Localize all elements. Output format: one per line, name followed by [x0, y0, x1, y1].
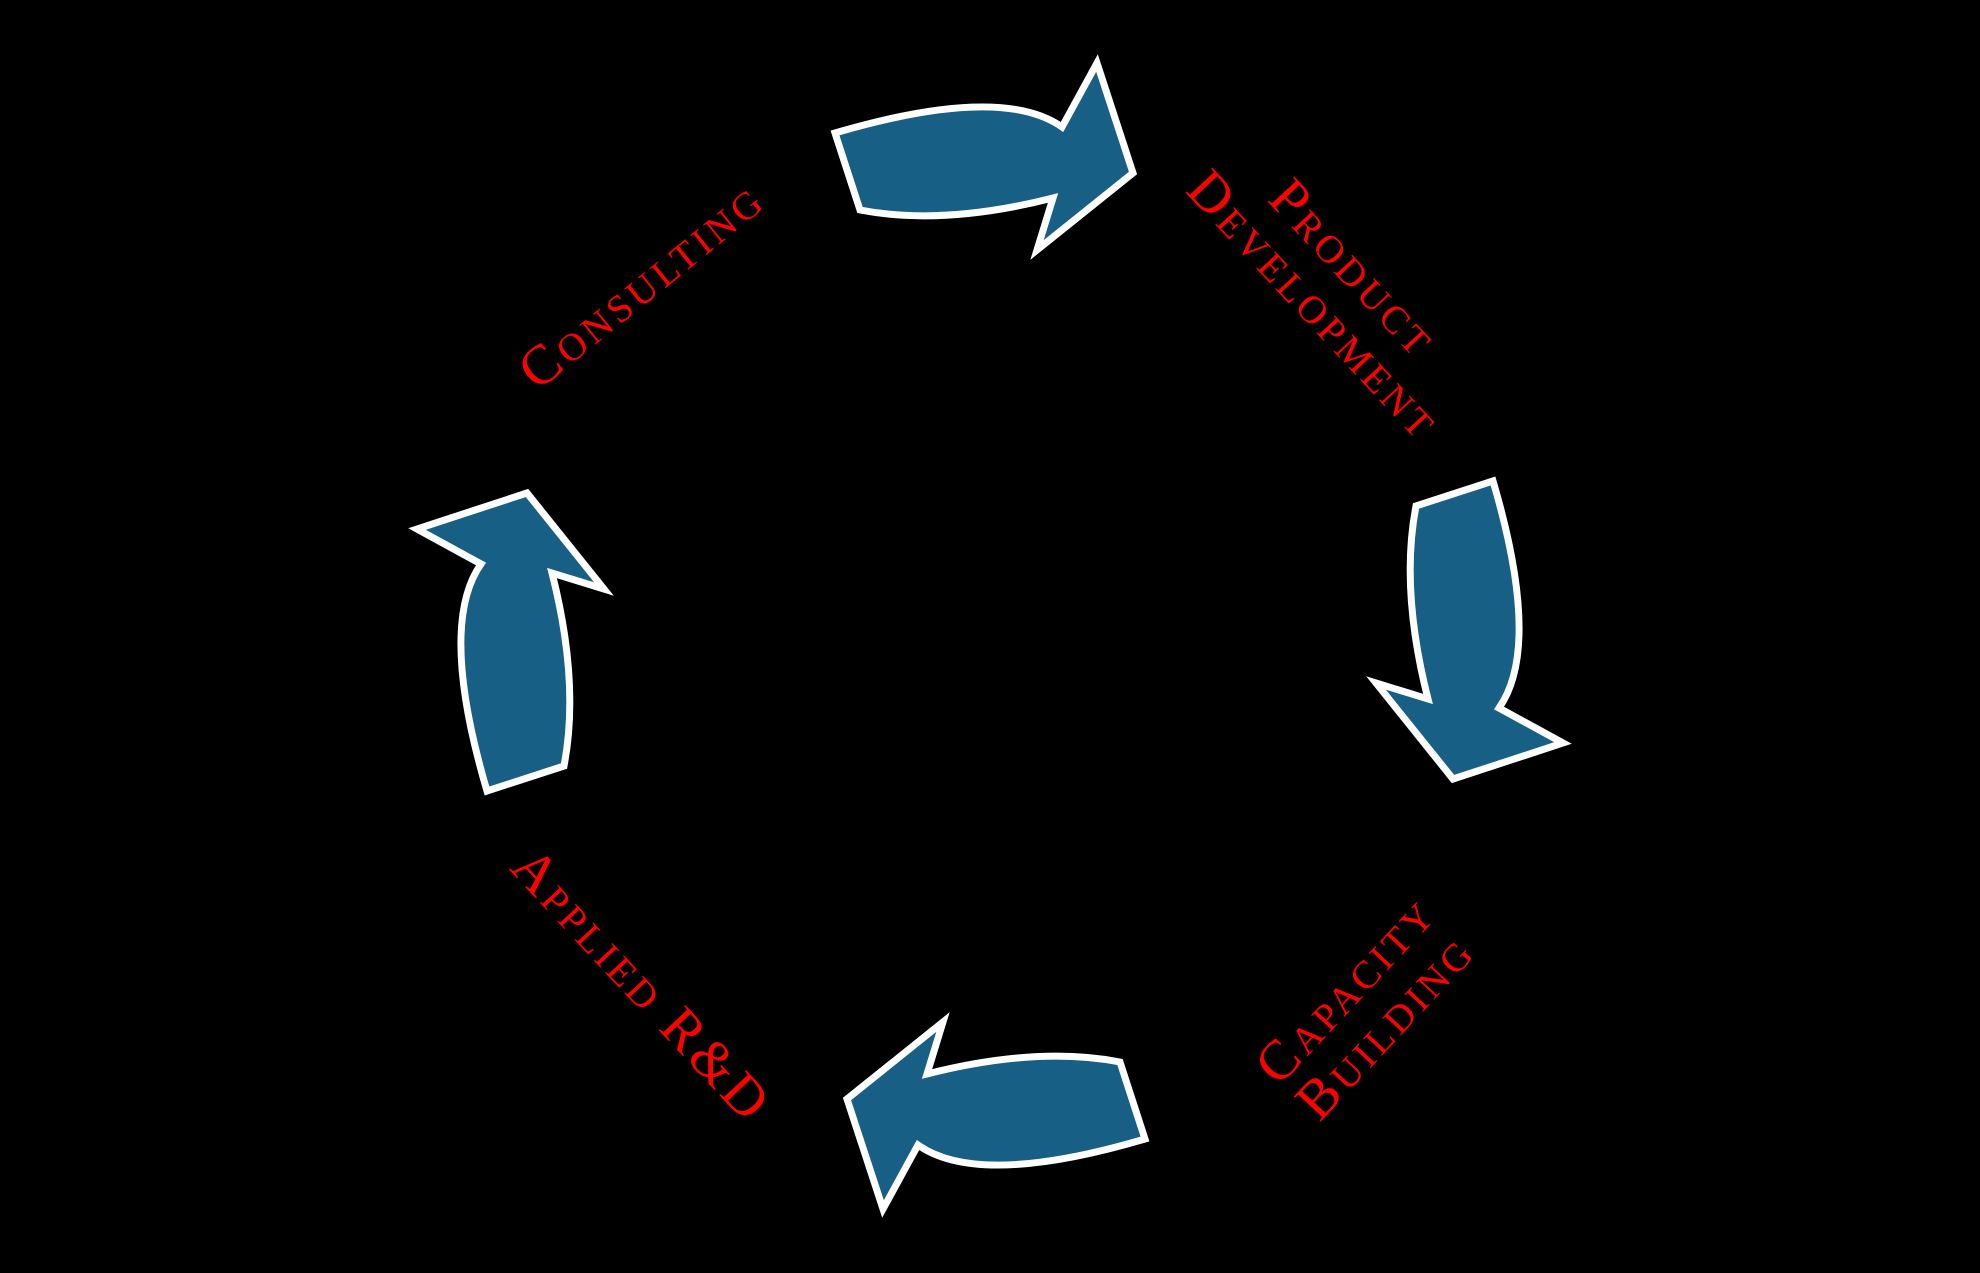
- curved-arrow-bottom-icon: [847, 1022, 1145, 1209]
- curved-arrow-right-icon: [1376, 481, 1563, 779]
- curved-arrow-left-icon: [417, 493, 604, 791]
- curved-arrow-top-icon: [835, 63, 1133, 250]
